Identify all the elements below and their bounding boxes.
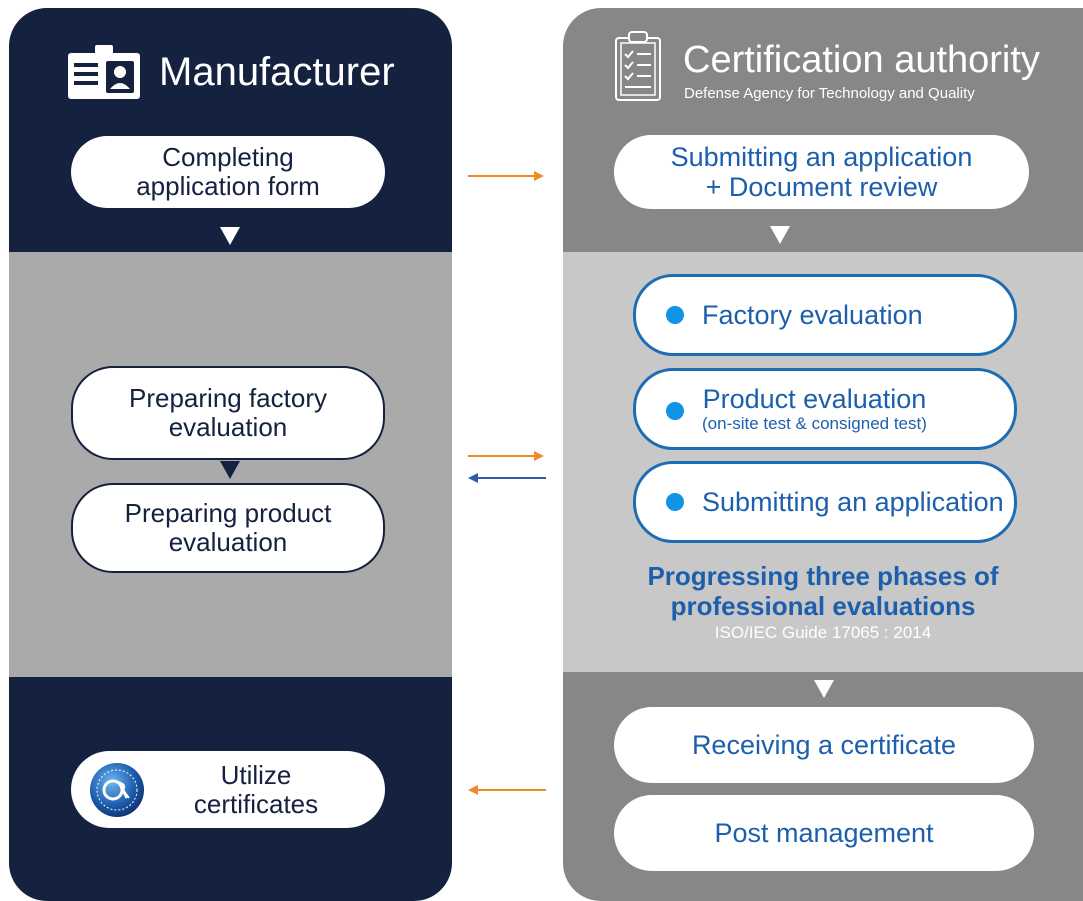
- down-arrow-icon: [220, 227, 240, 245]
- phases-title: Progressing three phases of professional…: [647, 561, 999, 621]
- receiving-certificate-step: Receiving a certificate: [614, 707, 1034, 783]
- manufacturer-title: Manufacturer: [159, 50, 395, 94]
- preparing-factory-step: Preparing factory evaluation: [71, 366, 385, 460]
- down-arrow-icon: [220, 461, 240, 479]
- product-evaluation-label: Product evaluation: [702, 384, 927, 414]
- clipboard-checklist-icon: [615, 31, 661, 101]
- factory-evaluation-label: Factory evaluation: [702, 300, 923, 330]
- authority-subtitle: Defense Agency for Technology and Qualit…: [684, 85, 975, 102]
- dtaq-seal-icon: [90, 763, 144, 817]
- bullet-dot-icon: [666, 306, 684, 324]
- arrow-to-manufacturer: [468, 473, 546, 483]
- bullet-dot-icon: [666, 493, 684, 511]
- arrow-to-authority: [468, 171, 544, 181]
- completing-application-step: Completing application form: [71, 136, 385, 208]
- authority-title: Certification authority: [683, 39, 1040, 81]
- submitting-application-label: Submitting an application: [702, 487, 1004, 517]
- arrow-to-manufacturer: [468, 785, 546, 795]
- factory-evaluation-step: Factory evaluation: [633, 274, 1017, 356]
- submitting-application-step: Submitting an application: [633, 461, 1017, 543]
- down-arrow-icon: [814, 680, 834, 698]
- product-evaluation-step: Product evaluation (on-site test & consi…: [633, 368, 1017, 450]
- bullet-dot-icon: [666, 402, 684, 420]
- utilize-certificates-step: Utilize certificates: [71, 751, 385, 828]
- manufacturer-column: Manufacturer Completing application form…: [9, 8, 452, 901]
- phases-standard: ISO/IEC Guide 17065 : 2014: [714, 623, 932, 642]
- post-management-step: Post management: [614, 795, 1034, 871]
- product-evaluation-note: (on-site test & consigned test): [702, 414, 927, 433]
- authority-column: Certification authority Defense Agency f…: [563, 8, 1083, 901]
- id-card-icon: [68, 45, 140, 99]
- utilize-certificates-label: Utilize certificates: [193, 759, 319, 819]
- preparing-product-step: Preparing product evaluation: [71, 483, 385, 573]
- arrow-to-authority: [468, 451, 544, 461]
- down-arrow-icon: [770, 226, 790, 244]
- submitting-review-step: Submitting an application + Document rev…: [614, 135, 1029, 209]
